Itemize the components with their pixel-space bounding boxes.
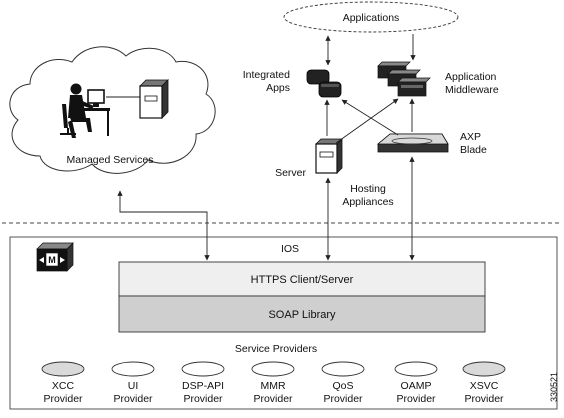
applications-node: Applications bbox=[283, 1, 459, 33]
axp-blade-label-line1: AXP bbox=[460, 131, 481, 143]
provider-name: XSVC bbox=[470, 380, 499, 392]
axp-blade-label-line2: Blade bbox=[460, 144, 487, 156]
provider-suffix: Provider bbox=[253, 393, 293, 405]
provider-name: UI bbox=[128, 380, 139, 392]
soap-library-layer: SOAP Library bbox=[118, 295, 486, 333]
service-providers-row: XCCProviderUIProviderDSP-APIProviderMMRP… bbox=[41, 361, 506, 405]
https-layer-label: HTTPS Client/Server bbox=[251, 274, 354, 286]
application-middleware-icon bbox=[377, 61, 431, 97]
middleware-label-line2: Middleware bbox=[445, 84, 499, 96]
managed-services-cloud: Managed Services bbox=[9, 46, 216, 174]
middleware-label-line1: Application bbox=[445, 71, 497, 83]
figure-id: 330521 bbox=[549, 372, 559, 402]
provider-suffix: Provider bbox=[43, 393, 83, 405]
axp-blade-icon bbox=[376, 133, 449, 153]
operator-workstation-icon bbox=[60, 83, 110, 138]
integrated-apps-label-line1: Integrated bbox=[243, 69, 290, 81]
provider-name: MMR bbox=[260, 380, 285, 392]
ios-label: IOS bbox=[281, 243, 299, 255]
managed-server-icon bbox=[139, 79, 169, 119]
provider-suffix: Provider bbox=[113, 393, 153, 405]
service-providers-title: Service Providers bbox=[235, 343, 317, 355]
integrated-apps-icon bbox=[306, 69, 342, 98]
https-client-server-layer: HTTPS Client/Server bbox=[118, 261, 486, 297]
axp-integrated-arrow bbox=[341, 99, 399, 136]
managed-services-label: Managed Services bbox=[67, 154, 154, 166]
integrated-apps-label-line2: Apps bbox=[266, 82, 290, 94]
server-middleware-arrow bbox=[335, 98, 399, 144]
managed-services-ios-arrow bbox=[117, 190, 210, 261]
provider-name: QoS bbox=[332, 380, 353, 392]
svg-text:M: M bbox=[48, 255, 56, 265]
provider-ellipse bbox=[462, 361, 506, 377]
provider-name: OAMP bbox=[401, 380, 432, 392]
provider-ellipse bbox=[181, 361, 225, 377]
provider-ellipse bbox=[251, 361, 295, 377]
hosting-label-line1: Hosting bbox=[350, 183, 386, 195]
provider-ellipse bbox=[111, 361, 155, 377]
provider-suffix: Provider bbox=[323, 393, 363, 405]
provider-name: DSP-API bbox=[182, 380, 224, 392]
provider-ellipse bbox=[321, 361, 365, 377]
applications-label: Applications bbox=[343, 12, 400, 24]
provider-suffix: Provider bbox=[464, 393, 504, 405]
hosting-server-icon bbox=[315, 138, 343, 174]
provider-suffix: Provider bbox=[396, 393, 436, 405]
provider-ellipse bbox=[41, 361, 85, 377]
provider-ellipse bbox=[394, 361, 438, 377]
server-label: Server bbox=[275, 167, 306, 179]
ios-module-icon: M bbox=[36, 242, 74, 272]
provider-name: XCC bbox=[52, 380, 75, 392]
hosting-label-line2: Appliances bbox=[342, 196, 393, 208]
soap-layer-label: SOAP Library bbox=[268, 309, 336, 321]
provider-suffix: Provider bbox=[183, 393, 223, 405]
